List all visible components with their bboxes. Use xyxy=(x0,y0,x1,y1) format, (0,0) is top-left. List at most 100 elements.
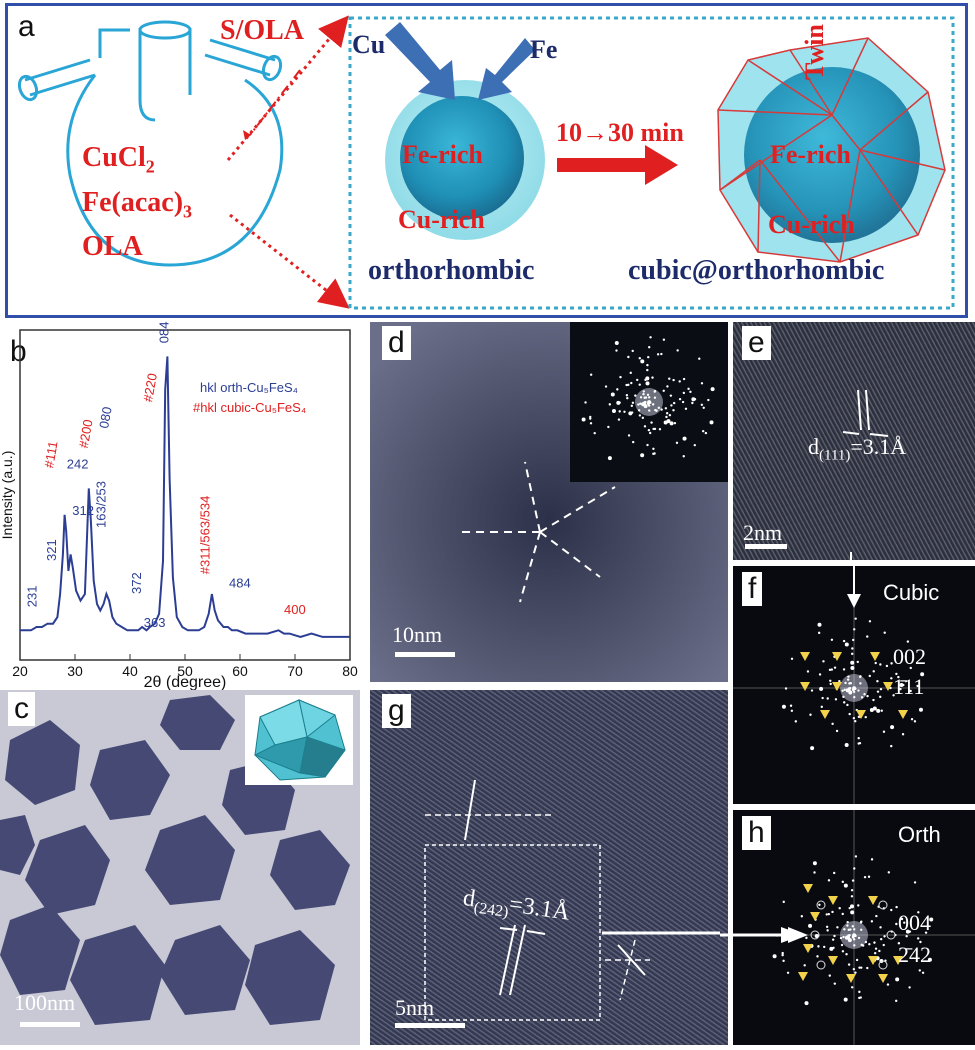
fft-spot xyxy=(639,402,642,405)
fft-spot xyxy=(611,408,616,413)
fft-spot xyxy=(665,412,669,415)
fft-spot xyxy=(852,933,856,937)
fft-spot xyxy=(854,720,857,723)
fft-spot xyxy=(617,418,621,421)
fft-spot xyxy=(855,958,859,962)
fft-spot xyxy=(803,964,806,967)
spot-ring-icon xyxy=(878,960,888,970)
fft-spot xyxy=(843,883,848,888)
fft-spot xyxy=(786,971,790,975)
fft-spot xyxy=(848,682,851,685)
spot-ring-icon xyxy=(810,930,820,940)
fft-spot xyxy=(879,687,883,691)
fft-spot xyxy=(642,390,645,393)
fft-spot xyxy=(610,392,615,397)
fft-spot xyxy=(860,696,864,699)
fft-spot xyxy=(805,936,808,940)
fft-spot xyxy=(616,388,619,391)
fft-spot xyxy=(616,401,620,404)
fft-spot xyxy=(831,722,834,726)
fft-spot xyxy=(850,652,854,656)
reagent-ola: OLA xyxy=(82,231,143,263)
fft-spot xyxy=(584,401,587,404)
fft-spot xyxy=(879,926,882,929)
fft-spot xyxy=(899,682,904,687)
spot-ring-icon xyxy=(816,900,826,910)
fft-spot xyxy=(687,387,690,391)
fft-spot xyxy=(874,661,877,665)
fft-spot xyxy=(810,689,814,692)
fft-spot xyxy=(647,404,651,407)
fft-spot xyxy=(647,428,651,432)
panel-c-scalebar xyxy=(20,1022,80,1027)
fft-spot xyxy=(850,660,855,665)
fft-spot xyxy=(858,741,862,745)
peak-label: #311/563/534 xyxy=(198,496,213,575)
fft-spot xyxy=(848,712,851,716)
fft-spot xyxy=(909,689,912,693)
fft-spot xyxy=(648,346,651,349)
fft-spot xyxy=(844,642,849,647)
fft-spot xyxy=(897,942,901,945)
fft-spot xyxy=(857,689,860,692)
fft-spot xyxy=(876,708,881,713)
fft-spot xyxy=(789,704,793,707)
fft-spot xyxy=(607,425,610,429)
fft-spot xyxy=(872,706,877,711)
fft-spot xyxy=(642,392,645,396)
fft-spot xyxy=(825,913,828,916)
fft-spot xyxy=(875,914,878,918)
fft-spot xyxy=(656,353,660,356)
fft-spot xyxy=(781,704,786,709)
fft-spot xyxy=(903,921,906,924)
fft-spot xyxy=(906,640,910,643)
panel-f-label: f xyxy=(742,572,763,606)
fft-spot xyxy=(913,720,917,723)
fft-spot xyxy=(638,383,641,386)
fft-spot xyxy=(644,378,647,382)
fft-spot xyxy=(885,664,889,668)
spot-marker-icon xyxy=(798,972,808,981)
fft-spot xyxy=(848,906,851,910)
icosahedron-inset-icon xyxy=(245,695,353,785)
fft-spot xyxy=(846,688,851,693)
xrd-series-line xyxy=(20,356,350,638)
fft-spot xyxy=(908,986,911,989)
fft-spot xyxy=(806,670,810,673)
peak-label: #200 xyxy=(76,418,96,449)
fft-spot xyxy=(868,620,872,623)
fft-spot xyxy=(710,387,715,392)
fft-spot xyxy=(895,922,898,926)
x-tick-label: 70 xyxy=(287,663,303,679)
fft-spot xyxy=(815,934,818,937)
fft-spot xyxy=(804,1001,809,1006)
fft-spot xyxy=(924,931,928,934)
panel-a-label: a xyxy=(18,10,35,43)
fft-spot xyxy=(640,359,645,364)
fft-spot xyxy=(886,983,890,986)
spot-marker-icon xyxy=(820,710,830,719)
panel-d-hrtem-image: 10nm xyxy=(370,322,728,682)
fft-spot xyxy=(631,349,634,353)
fft-spot xyxy=(857,904,860,907)
panel-c-scalebar-label: 100nm xyxy=(14,990,76,1015)
panel-c-label: c xyxy=(8,692,35,726)
fft-spot xyxy=(809,713,812,716)
fft-spot xyxy=(646,363,649,367)
fft-spot xyxy=(682,436,687,441)
fft-spot xyxy=(860,966,863,969)
fft-spot xyxy=(863,875,867,879)
fft-spot xyxy=(817,945,820,948)
fft-spot xyxy=(890,725,895,730)
fft-spot xyxy=(874,947,878,950)
fft-spot xyxy=(843,997,848,1002)
fft-spot xyxy=(823,945,826,949)
fft-spot xyxy=(882,943,885,947)
fft-spot xyxy=(846,924,849,927)
fft-spot xyxy=(641,416,645,420)
panel-g-label: g xyxy=(382,694,411,728)
fft-spot xyxy=(859,996,862,999)
fft-spot xyxy=(852,967,856,971)
panel-e-spacing: d(111)=3.1Å xyxy=(808,434,907,464)
